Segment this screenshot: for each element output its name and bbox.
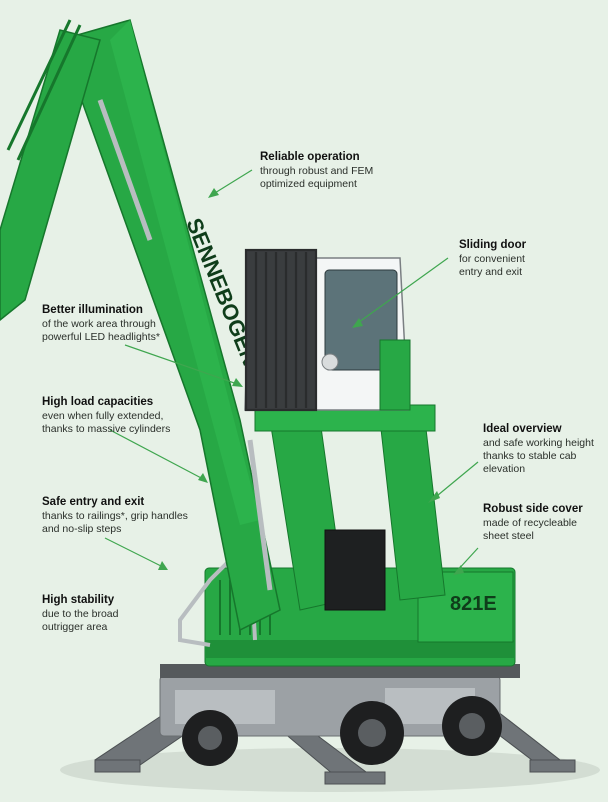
hydraulic-cylinders [97,99,273,591]
stick [0,19,101,321]
callout-title: Safe entry and exit [42,496,145,508]
leader-reliable [209,169,253,197]
callout-high-load-capacities: High load capacities even when fully ext… [42,396,170,436]
callout-line: even when fully extended, [42,410,164,422]
leader-load [109,429,206,481]
callout-title: High stability [42,594,115,606]
callout-line: and safe working height [483,437,594,449]
callout-line: made of recycleable [483,517,577,529]
cab [244,248,411,412]
leader-entry [104,537,166,569]
callout-line: elevation [483,463,526,475]
callout-title: Sliding door [459,239,527,251]
model-badge: 821E [450,593,497,615]
undercarriage [159,664,520,737]
callout-line: powerful LED headlights* [42,331,160,343]
boom [59,19,281,632]
callout-line: thanks to railings*, grip handles [42,510,188,522]
tires [182,696,502,766]
callout-title: Robust side cover [483,503,583,515]
callout-line: of the work area through [42,318,156,330]
callout-line: and no-slip steps [42,523,122,535]
callout-line: entry and exit [459,266,523,278]
callout-better-illumination: Better illumination of the work area thr… [42,304,160,344]
callout-line: thanks to massive cylinders [42,423,171,435]
callout-ideal-overview: Ideal overview and safe working height t… [483,423,594,476]
callout-line: through robust and FEM [260,165,374,177]
callout-reliable-operation: Reliable operation through robust and FE… [260,151,373,191]
cab-elevation-frame [254,404,446,611]
callout-safe-entry-exit: Safe entry and exit thanks to railings*,… [42,496,188,536]
leader-illumination [124,344,241,386]
leader-overview [431,461,479,501]
callout-line: for convenient [459,253,525,265]
cab-front-guard [244,248,318,412]
callout-title: Ideal overview [483,423,562,435]
callout-title: High load capacities [42,396,154,408]
callout-high-stability: High stability due to the broad outrigge… [42,594,118,634]
callout-line: optimized equipment [260,178,357,190]
callout-title: Better illumination [42,304,143,316]
callout-line: thanks to stable cab [483,450,577,462]
leader-lines [104,169,479,575]
callout-line: outrigger area [42,621,108,633]
callout-line: due to the broad [42,608,119,620]
callout-line: sheet steel [483,530,534,542]
callout-sliding-door: Sliding door for convenient entry and ex… [459,239,526,279]
callout-robust-side-cover: Robust side cover made of recycleable sh… [483,503,583,543]
callout-title: Reliable operation [260,151,360,163]
leader-sliding [354,257,449,326]
